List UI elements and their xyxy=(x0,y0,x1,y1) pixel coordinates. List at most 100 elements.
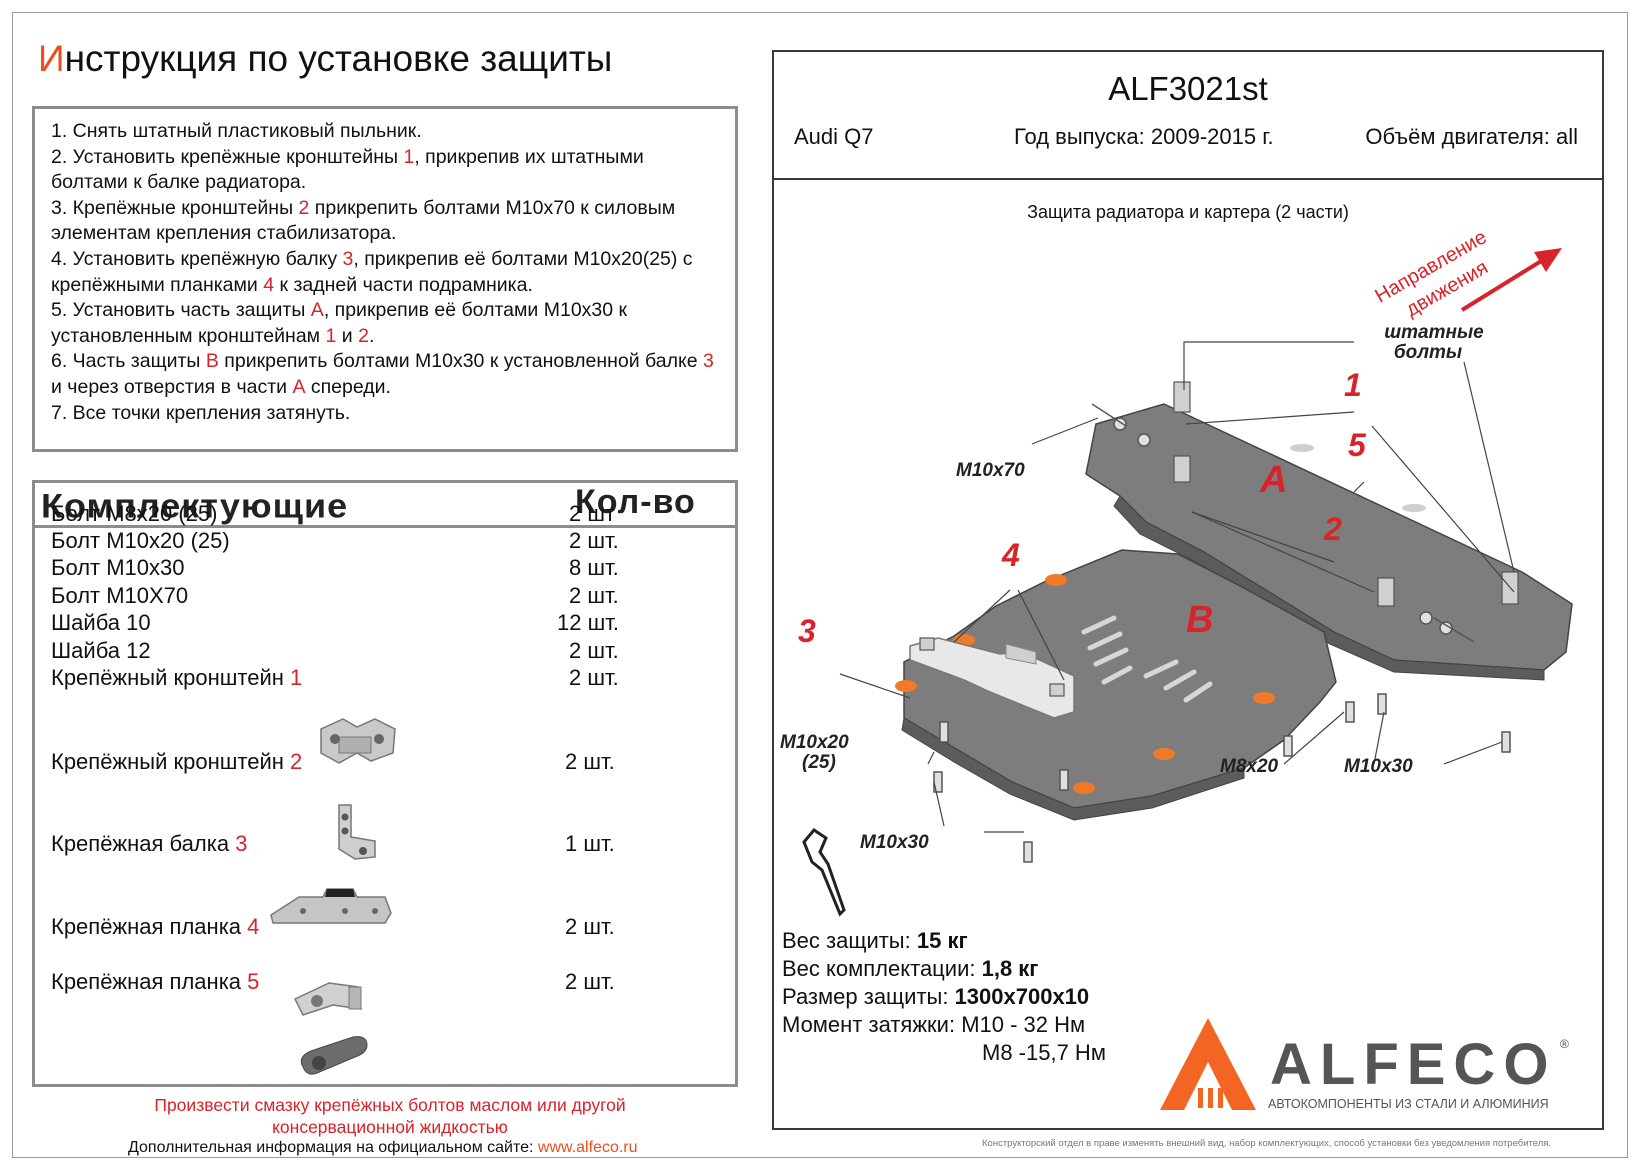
kit-item-qty: 2 шт. xyxy=(569,528,619,553)
instruction-text: спереди. xyxy=(305,375,391,398)
kit-item-name: Крепёжная планка 4 xyxy=(51,914,260,939)
kit-item-qty: 2 шт. xyxy=(565,749,615,774)
callout-4: 4 xyxy=(1001,537,1020,573)
std-bolts-label-2: болты xyxy=(1394,342,1462,363)
instruction-text: 1. Снять штатный пластиковый пыльник. xyxy=(51,120,422,142)
kit-item-qty: 2 шт xyxy=(569,501,616,526)
bracket-1-image xyxy=(320,718,396,764)
instruction-text: 7. Все точки крепления затянуть. xyxy=(51,401,351,424)
registered-mark: ® xyxy=(1560,1037,1569,1051)
kit-table-header: Комплектующие Кол-во xyxy=(35,483,735,528)
torque-m8-spec: М8 -15,7 Нм xyxy=(982,1040,1106,1065)
callout-3: 3 xyxy=(798,613,816,649)
qty-heading: Кол-во xyxy=(575,483,696,521)
part-number: 4 xyxy=(263,273,275,296)
kit-item-name: Шайба 12 xyxy=(51,638,151,663)
instruction-text: прикрепить болтами М10х30 к установленно… xyxy=(218,350,704,373)
instructions-box: 1. Снять штатный пластиковый пыльник. 2. … xyxy=(32,106,738,452)
mounting-beam-3 xyxy=(909,637,1075,719)
std-bolts-label-1: штатные xyxy=(1384,322,1484,343)
kit-item-qty: 2 шт. xyxy=(569,638,619,663)
instruction-text: , прикрепив их штатными болтами к балке … xyxy=(51,145,644,194)
website-link[interactable]: www.alfeco.ru xyxy=(537,1139,638,1156)
leader-lines xyxy=(839,341,1515,833)
part-number: 1 xyxy=(325,324,337,347)
mounting-beam-3-image xyxy=(270,888,392,924)
bracket-2-image xyxy=(338,804,376,860)
instruction-text: 6. Часть защиты xyxy=(51,350,206,373)
kit-item-name: Болт М8х20 (25) xyxy=(51,501,218,526)
kit-item-number: 4 xyxy=(247,914,260,939)
instruction-text: , прикрепив её болтами М10х20(25) с креп… xyxy=(51,247,693,296)
header-divider xyxy=(774,178,1602,180)
instruction-step: 4. Установить крепёжную балку 3, прикреп… xyxy=(51,247,719,298)
callout-1: 1 xyxy=(1344,367,1362,403)
brackets xyxy=(919,381,1519,697)
kit-item-number: 3 xyxy=(235,831,248,856)
kit-item-qty: 1 шт. xyxy=(565,831,615,856)
m10x30-right-label: M10x30 xyxy=(1344,756,1413,777)
plate-a xyxy=(1085,403,1573,681)
m8x20-label: M8x20 xyxy=(1220,756,1279,777)
website-line: Дополнительная информация на официальном… xyxy=(128,1139,638,1156)
kit-heading: Комплектующие xyxy=(41,486,349,525)
product-code: ALF3021st xyxy=(1108,70,1268,107)
instruction-text: 4. Установить крепёжную балку xyxy=(51,247,343,270)
model-years: Год выпуска: 2009-2015 г. xyxy=(1014,124,1274,149)
diagram-subtitle: Защита радиатора и картера (2 части) xyxy=(1027,202,1349,222)
instruction-text: 5. Установить часть защиты xyxy=(51,299,311,322)
instruction-text: к задней части подрамника. xyxy=(274,273,533,296)
kit-item-qty: 2 шт. xyxy=(569,665,619,690)
instruction-text: и через отверстия в части xyxy=(51,375,293,398)
instruction-text: и xyxy=(336,324,359,347)
part-number: 2 xyxy=(358,324,369,347)
instruction-step: 2. Установить крепёжные кронштейны 1, пр… xyxy=(51,145,719,196)
instruction-text: . xyxy=(368,324,375,347)
m10x20-label-2: (25) xyxy=(802,752,836,773)
page-title: Инструкция по установке защиты xyxy=(38,38,613,79)
kit-item-name: Крепёжный кронштейн 2 xyxy=(51,749,303,774)
product-panel: ALF3021st Audi Q7 Год выпуска: 2009-2015… xyxy=(772,50,1604,1130)
alfeco-wordmark: ALFECO xyxy=(1270,1032,1556,1097)
kit-item-qty: 2 шт. xyxy=(569,583,619,608)
m10x30-bottom-label: M10x30 xyxy=(860,832,929,853)
instruction-text: прикрепить болтами М10х70 к силовым элем… xyxy=(51,196,676,245)
instructions-list: 1. Снять штатный пластиковый пыльник. 2. … xyxy=(51,119,719,426)
instruction-step: 6. Часть защиты В прикрепить болтами М10… xyxy=(51,349,719,400)
plate-b xyxy=(895,549,1337,821)
part-b-label: B xyxy=(1186,599,1213,641)
callout-5: 5 xyxy=(1348,427,1367,463)
part-number: 1 xyxy=(403,145,415,168)
page-frame xyxy=(12,12,1628,1158)
alfeco-tagline: АВТОКОМПОНЕНТЫ ИЗ СТАЛИ И АЛЮМИНИЯ xyxy=(1268,1097,1549,1111)
part-number: 3 xyxy=(703,350,714,373)
part-number: А xyxy=(292,375,306,398)
callout-2: 2 xyxy=(1323,511,1342,547)
bolts xyxy=(933,403,1511,863)
torque-spec: Момент затяжки: М10 - 32 Нм xyxy=(782,1012,1086,1037)
kit-item-name: Болт М10х30 xyxy=(51,555,185,580)
kit-item-name: Крепёжная планка 5 xyxy=(51,969,260,994)
instruction-step: 7. Все точки крепления затянуть. xyxy=(51,401,719,427)
lubrication-note: Произвести смазку крепёжных болтов масло… xyxy=(154,1095,626,1137)
alfeco-logo: ALFECO ® АВТОКОМПОНЕНТЫ ИЗ СТАЛИ И АЛЮМИ… xyxy=(1160,1018,1569,1111)
kit-item-name: Крепёжный кронштейн 1 xyxy=(51,665,303,690)
kit-item-number: 1 xyxy=(290,665,303,690)
kit-item-name: Крепёжная балка 3 xyxy=(51,831,248,856)
size-spec: Размер защиты: 1300х700х10 xyxy=(782,984,1090,1009)
weight-spec: Вес защиты: 15 кг xyxy=(782,928,968,953)
plate-4-image xyxy=(293,982,362,1016)
kit-item-name: Шайба 10 xyxy=(51,610,151,635)
copyright-notice: Конструкторский отдел в праве изменять в… xyxy=(982,1138,1552,1149)
kit-item-qty: 8 шт. xyxy=(569,555,619,580)
plate-5-image xyxy=(300,1036,368,1075)
instruction-text: 2. Установить крепёжные кронштейны xyxy=(51,145,404,168)
wrench-icon xyxy=(802,828,846,917)
direction-arrow: Направление движения xyxy=(1371,226,1562,321)
part-a-label: A xyxy=(1259,459,1287,501)
instruction-step: 5. Установить часть защиты А, прикрепив … xyxy=(51,298,719,349)
installation-diagram: Направление движения штатные болты A xyxy=(780,226,1573,917)
kit-item-name: Болт М10Х70 xyxy=(51,583,189,608)
kit-table: Комплектующие Кол-во Болт М8х20 (25) 2 шт… xyxy=(32,480,738,1087)
part-number: 3 xyxy=(342,247,354,270)
